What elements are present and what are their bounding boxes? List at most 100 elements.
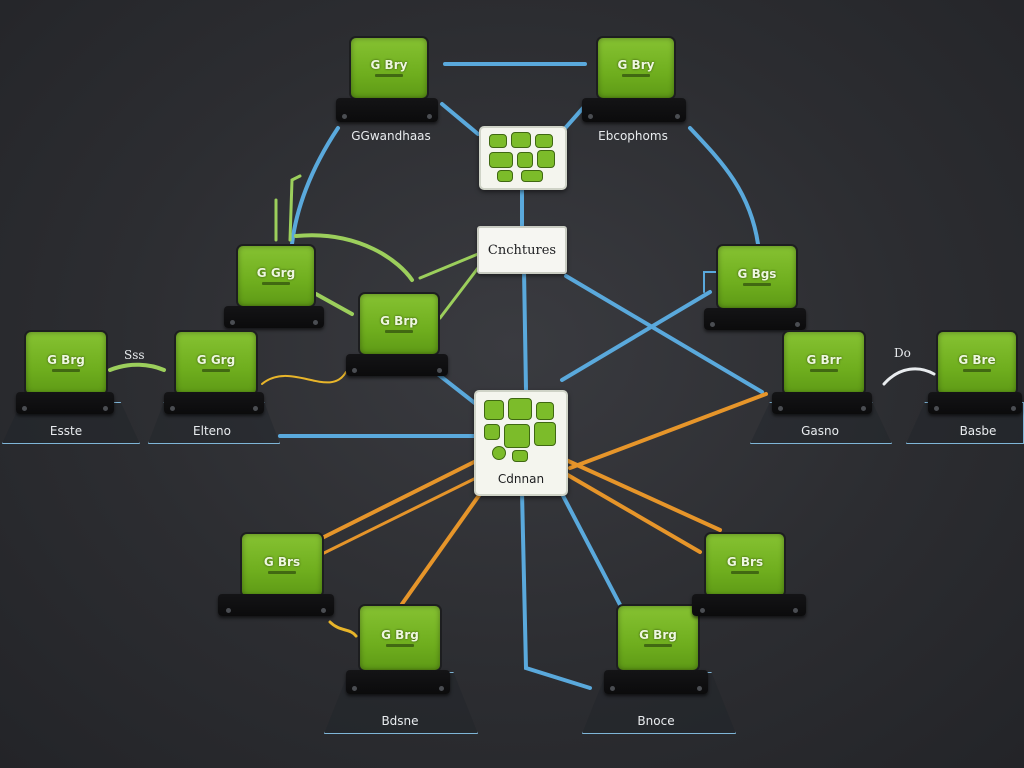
computer-screen: G Brp: [358, 292, 440, 356]
connection-cable: [438, 266, 480, 320]
screen-text: G Brg: [47, 353, 85, 367]
connection-cable: [688, 126, 760, 246]
computer-node-1[interactable]: G Bry: [336, 36, 446, 146]
node-caption: Elteno: [193, 424, 231, 438]
connection-cable: [261, 371, 347, 385]
status-led: [22, 406, 27, 411]
computer-base: [692, 594, 806, 616]
screen-text: G Grg: [196, 353, 236, 367]
computer-node-12[interactable]: G Brg: [604, 604, 714, 694]
connection-cable: [568, 392, 768, 470]
floating-label-left: Sss: [124, 348, 145, 362]
computer-base: [16, 392, 114, 414]
status-led: [352, 368, 357, 373]
hub-module-icon: [484, 400, 504, 420]
connection-cable: [108, 362, 166, 372]
screen-subtext-bar: [644, 644, 672, 647]
connection-cable: [564, 458, 722, 532]
computer-node-13[interactable]: G Brs: [692, 532, 812, 622]
computer-base: [164, 392, 264, 414]
tag-label-box: Cnchtures: [477, 226, 567, 274]
computer-screen: G Bry: [596, 36, 676, 100]
computer-screen: G Brr: [782, 330, 866, 396]
screen-subtext-bar: [622, 74, 650, 77]
computer-node-2[interactable]: G Bry: [582, 36, 692, 146]
connection-cable: [522, 268, 528, 392]
floating-label-right: Do: [894, 346, 911, 360]
hub-module-icon: [537, 150, 555, 168]
status-led: [861, 406, 866, 411]
status-led: [253, 406, 258, 411]
status-led: [588, 114, 593, 119]
node-caption: Gasno: [801, 424, 839, 438]
status-led: [226, 608, 231, 613]
status-led: [342, 114, 347, 119]
hub-module-icon: [497, 170, 513, 182]
screen-subtext-bar: [385, 330, 413, 333]
computer-node-7[interactable]: G Bgs: [704, 244, 814, 334]
computer-base: [346, 670, 450, 694]
computer-screen: G Brg: [358, 604, 442, 672]
status-led: [427, 114, 432, 119]
connection-cable: [558, 488, 630, 622]
screen-text: G Brs: [726, 555, 764, 569]
node-caption: Ebcophoms: [598, 129, 668, 143]
connection-cable: [564, 274, 764, 394]
status-led: [710, 322, 715, 327]
status-led: [439, 686, 444, 691]
computer-node-8[interactable]: G Brr: [772, 330, 882, 420]
hub-label: Cdnnan: [497, 472, 545, 486]
connection-cable: [882, 367, 936, 386]
computer-node-3[interactable]: G Grg: [224, 244, 334, 334]
screen-subtext-bar: [262, 282, 290, 285]
computer-screen: G Brs: [240, 532, 324, 598]
connection-links: [108, 62, 936, 690]
connection-cable: [520, 490, 592, 690]
screen-text: G Bry: [370, 58, 408, 72]
status-led: [1011, 406, 1016, 411]
node-caption: Esste: [49, 424, 83, 438]
connection-cable: [320, 476, 478, 556]
hub-module-icon: [504, 424, 530, 448]
node-caption: Basbe: [959, 424, 997, 438]
status-led: [795, 322, 800, 327]
hub-module-icon: [534, 422, 556, 446]
computer-base: [604, 670, 708, 694]
top-hub[interactable]: [479, 126, 567, 190]
computer-screen: G Bre: [936, 330, 1018, 396]
connection-cable: [290, 126, 340, 246]
screen-text: G Brp: [380, 314, 418, 328]
screen-subtext-bar: [386, 644, 414, 647]
connection-cable: [288, 174, 302, 242]
computer-node-11[interactable]: G Brg: [346, 604, 456, 694]
status-led: [697, 686, 702, 691]
screen-text: G Grg: [256, 266, 296, 280]
status-led: [675, 114, 680, 119]
computer-node-5[interactable]: G Brg: [16, 330, 126, 420]
screen-text: G Brg: [381, 628, 419, 642]
computer-base: [928, 392, 1022, 414]
connection-cable: [560, 290, 712, 382]
screen-text: G Bgs: [737, 267, 777, 281]
computer-screen: G Bry: [349, 36, 429, 100]
computer-base: [772, 392, 872, 414]
screen-subtext-bar: [810, 369, 838, 372]
computer-base: [218, 594, 334, 616]
computer-screen: G Brg: [24, 330, 108, 396]
center-hub[interactable]: Cdnnan: [474, 390, 568, 496]
status-led: [778, 406, 783, 411]
computer-screen: G Grg: [174, 330, 258, 396]
computer-base: [224, 306, 324, 328]
connection-cable: [564, 472, 702, 554]
connection-cable: [316, 460, 476, 542]
computer-node-4[interactable]: G Brp: [346, 292, 456, 382]
computer-node-9[interactable]: G Bre: [926, 330, 1022, 420]
node-caption: GGwandhaas: [351, 129, 431, 143]
computer-node-6[interactable]: G Grg: [164, 330, 274, 420]
hub-module-icon: [521, 170, 543, 182]
status-led: [700, 608, 705, 613]
computer-screen: G Brs: [704, 532, 786, 598]
connection-cable: [314, 292, 354, 316]
computer-base: [336, 98, 438, 122]
computer-node-10[interactable]: G Brs: [218, 532, 338, 622]
